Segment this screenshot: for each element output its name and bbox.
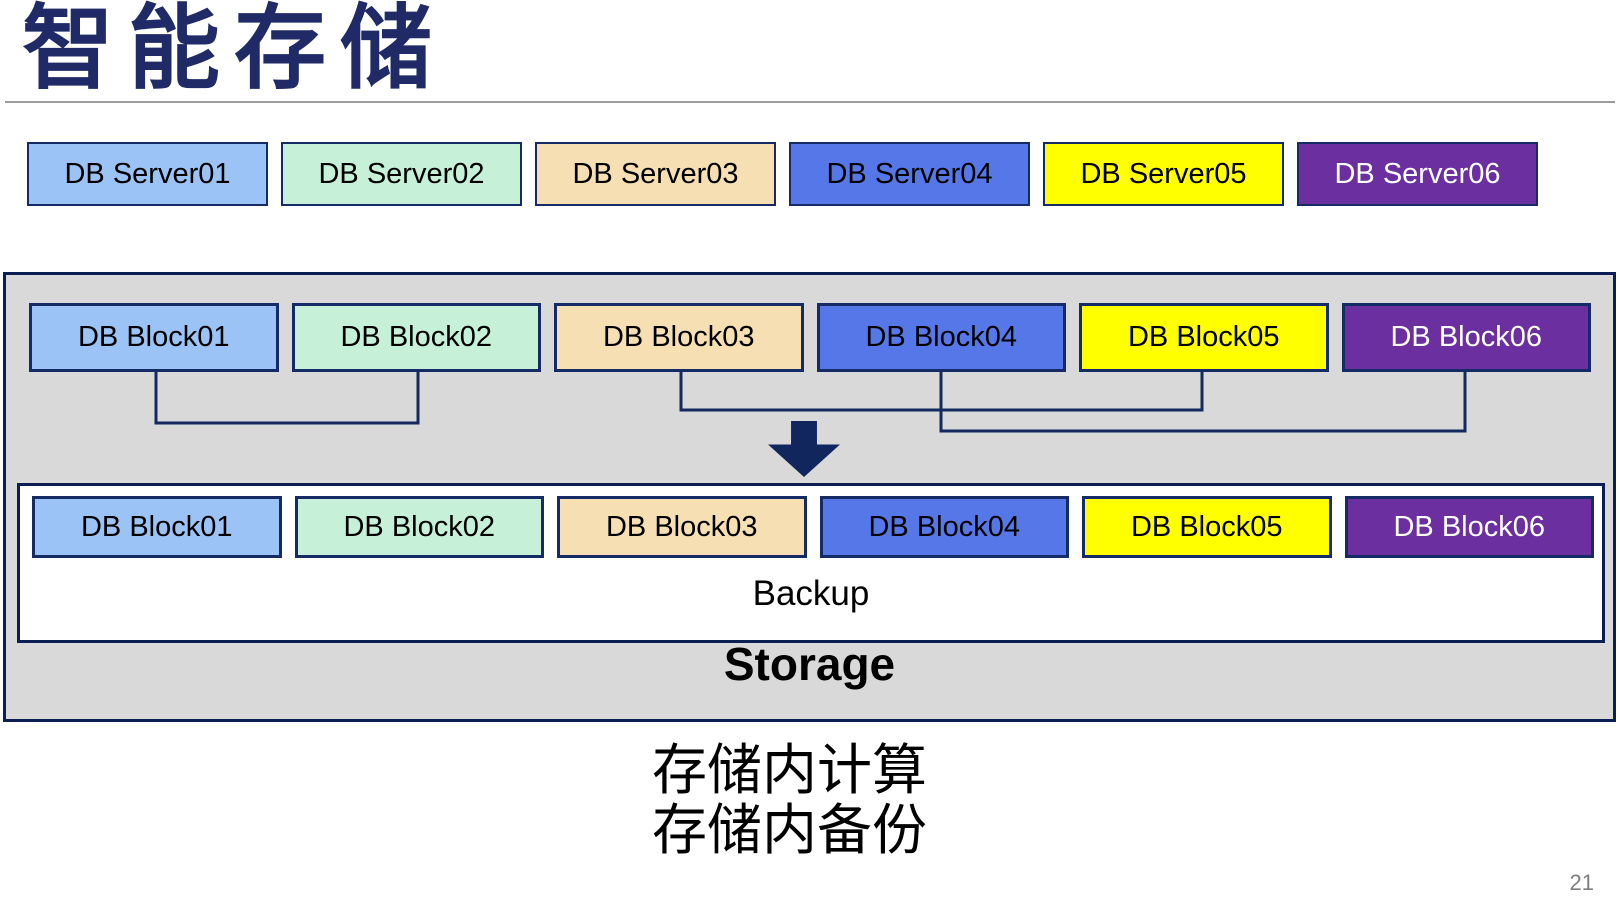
db-block-box: DB Block03 [554, 303, 804, 372]
annotation-line-1: 存储内计算 [652, 739, 928, 801]
db-server-box: DB Server04 [789, 142, 1030, 206]
annotation-line-2: 存储内备份 [652, 799, 928, 861]
db-block-box: DB Block01 [29, 303, 279, 372]
storage-label: Storage [723, 638, 896, 690]
db-block-box: DB Block06 [1341, 303, 1591, 372]
db-block-backup-box: DB Block01 [32, 496, 282, 558]
db-server-box: DB Server03 [535, 142, 776, 206]
connector-lines [154, 372, 1467, 433]
annotation: 存储内计算 存储内备份 [652, 740, 927, 860]
server-row: DB Server01 DB Server02 DB Server03 DB S… [27, 142, 1538, 206]
backup-box: DB Block01 DB Block02 DB Block03 DB Bloc… [17, 483, 1605, 643]
db-block-backup-box: DB Block04 [819, 496, 1069, 558]
db-server-box: DB Server05 [1043, 142, 1284, 206]
page-title: 智能存储 [22, 0, 447, 100]
db-block-backup-box: DB Block02 [294, 496, 544, 558]
db-block-backup-box: DB Block03 [557, 496, 807, 558]
db-server-box: DB Server01 [27, 142, 268, 206]
db-block-box: DB Block05 [1079, 303, 1329, 372]
block-row-bottom: DB Block01 DB Block02 DB Block03 DB Bloc… [32, 496, 1594, 558]
db-block-box: DB Block02 [291, 303, 541, 372]
block-row-top: DB Block01 DB Block02 DB Block03 DB Bloc… [29, 303, 1591, 372]
db-server-box: DB Server06 [1297, 142, 1538, 206]
storage-container: DB Block01 DB Block02 DB Block03 DB Bloc… [3, 272, 1616, 722]
db-block-backup-box: DB Block06 [1344, 496, 1594, 558]
backup-label: Backup [752, 574, 870, 613]
db-block-box: DB Block04 [816, 303, 1066, 372]
db-server-box: DB Server02 [281, 142, 522, 206]
title-divider [5, 101, 1615, 103]
db-block-backup-box: DB Block05 [1082, 496, 1332, 558]
page-number: 21 [1569, 870, 1594, 895]
